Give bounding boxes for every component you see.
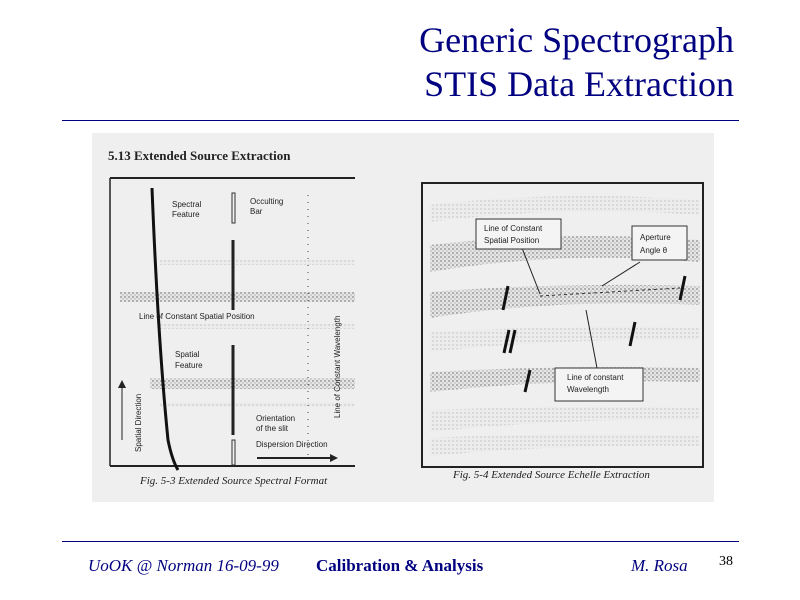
footer-author: M. Rosa [631,556,688,575]
label-orientation-2: of the slit [256,424,289,433]
label-constant-spatial: Line of Constant Spatial Position [139,312,255,321]
slide-title: Generic Spectrograph STIS Data Extractio… [419,18,734,106]
header-divider [62,120,739,121]
label-constant-wavelength-box-2: Wavelength [567,385,609,394]
label-constant-spatial-box: Line of Constant [484,224,543,233]
label-spatial-feature-2: Feature [175,361,203,370]
label-orientation: Orientation [256,414,295,423]
label-occulting-bar: Occulting [250,197,283,206]
label-spectral-feature-2: Feature [172,210,200,219]
label-spatial-direction: Spatial Direction [134,394,143,452]
page-number: 38 [719,554,733,569]
right-caption: Fig. 5-4 Extended Source Echelle Extract… [452,469,650,481]
footer-divider [62,541,739,542]
label-aperture-2: Angle θ [640,246,668,255]
footer-topic: Calibration & Analysis [316,556,484,575]
label-constant-wavelength: Line of Constant Wavelength [333,316,342,418]
label-constant-wavelength-box: Line of constant [567,373,624,382]
title-line-1: Generic Spectrograph [419,20,734,60]
spectral-feature-curve [150,187,180,471]
spectrum-band [120,292,355,302]
section-heading: 5.13 Extended Source Extraction [108,148,291,163]
label-spectral-feature: Spectral [172,200,202,209]
title-line-2: STIS Data Extraction [424,64,734,104]
left-figure: Spectral Feature Occulting Bar Line of C… [109,177,355,487]
label-spatial-feature: Spatial [175,350,200,359]
label-dispersion-direction: Dispersion Direction [256,440,328,449]
label-aperture: Aperture [640,233,671,242]
spatial-feature-band [150,378,355,389]
label-occulting-bar-2: Bar [250,207,263,216]
left-caption: Fig. 5-3 Extended Source Spectral Format [139,475,328,487]
label-constant-spatial-box-2: Spatial Position [484,236,539,245]
footer-venue: UoOK @ Norman 16-09-99 [88,556,279,575]
right-figure: Line of Constant Spatial Position Apertu… [421,182,704,481]
